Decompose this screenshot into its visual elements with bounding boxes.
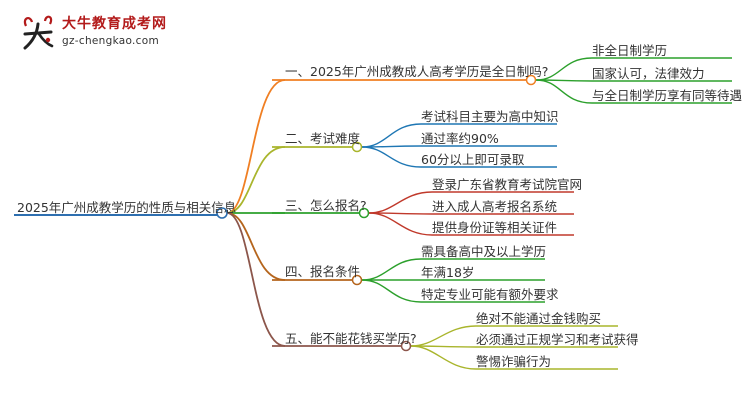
branch-3-node-dot bbox=[358, 207, 370, 219]
branch-1-leaf-3: 与全日制学历享有同等待遇 bbox=[592, 88, 743, 103]
branch-1-label: 一、2025年广州成教成人高考学历是全日制吗? bbox=[285, 64, 549, 79]
branch-4-leaf-2: 年满18岁 bbox=[421, 265, 475, 280]
branch-5-connector bbox=[226, 212, 286, 347]
branch-3-leaf-3: 提供身份证等相关证件 bbox=[432, 220, 558, 235]
branch-3-leaf-3-connector bbox=[368, 212, 433, 236]
logo-title: 大牛教育成考网 bbox=[62, 16, 167, 32]
branch-3-leaf-1-connector bbox=[368, 191, 433, 214]
branch-5-leaf-2: 必须通过正规学习和考试获得 bbox=[476, 332, 639, 347]
branch-4-leaf-3: 特定专业可能有额外要求 bbox=[421, 287, 559, 302]
branch-4-node-dot bbox=[351, 274, 363, 286]
branch-5-leaf-1-connector bbox=[410, 325, 477, 347]
logo-url: gz-chengkao.com bbox=[62, 35, 160, 47]
root-node-dot bbox=[216, 207, 228, 219]
branch-5-leaf-3: 警惕诈骗行为 bbox=[476, 354, 552, 369]
branch-4-label: 四、报名条件 bbox=[285, 264, 361, 279]
branch-3-label: 三、怎么报名? bbox=[285, 198, 367, 213]
branch-4-leaf-3-connector bbox=[361, 279, 422, 303]
branch-2-connector bbox=[226, 146, 286, 214]
branch-5-leaf-1: 绝对不能通过金钱购买 bbox=[476, 311, 602, 326]
branch-1-connector bbox=[226, 79, 286, 214]
branch-5-label: 五、能不能花钱买学历? bbox=[285, 331, 417, 346]
bull-calligraphy-icon bbox=[23, 15, 54, 50]
branch-4-connector bbox=[226, 212, 286, 281]
branch-1-leaf-3-connector bbox=[535, 79, 593, 104]
branch-4-leaf-1: 需具备高中及以上学历 bbox=[421, 244, 547, 259]
branch-5-leaf-3-connector bbox=[410, 345, 477, 370]
site-logo[interactable]: 大牛教育成考网 gz-chengkao.com bbox=[6, 8, 206, 56]
branch-5-node-dot bbox=[400, 340, 412, 352]
branch-2-leaf-3: 60分以上即可录取 bbox=[421, 152, 525, 167]
branch-3-leaf-1: 登录广东省教育考试院官网 bbox=[432, 177, 583, 192]
branch-2-leaf-3-connector bbox=[361, 146, 422, 168]
branch-3-leaf-2: 进入成人高考报名系统 bbox=[432, 199, 558, 214]
branch-4-leaf-1-connector bbox=[361, 258, 422, 281]
branch-2-label: 二、考试难度 bbox=[285, 131, 361, 146]
branch-2-leaf-1: 考试科目主要为高中知识 bbox=[421, 109, 559, 124]
branch-1-leaf-2: 国家认可，法律效力 bbox=[592, 66, 705, 81]
root-node-label: 2025年广州成教学历的性质与相关信息 bbox=[17, 200, 237, 215]
branch-2-leaf-2: 通过率约90% bbox=[421, 131, 499, 146]
branch-1-node-dot bbox=[525, 74, 537, 86]
branch-2-leaf-1-connector bbox=[361, 123, 422, 148]
branch-2-node-dot bbox=[351, 141, 363, 153]
branch-1-leaf-1: 非全日制学历 bbox=[592, 43, 668, 58]
